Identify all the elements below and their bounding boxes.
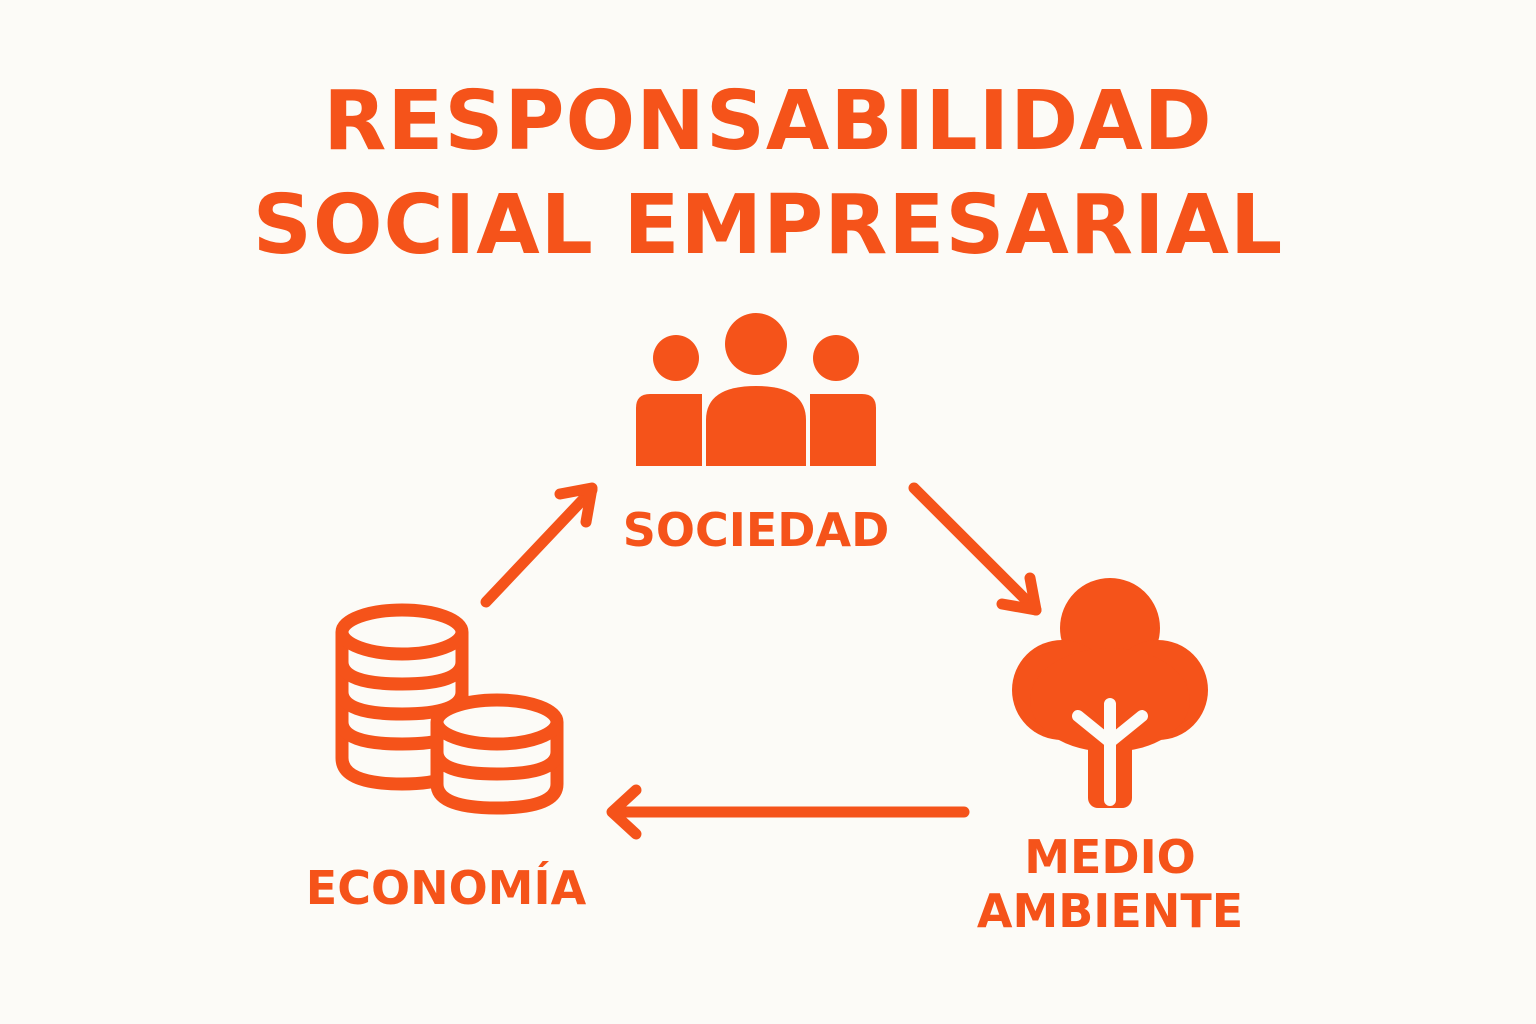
people-group-icon [636,313,876,466]
sociedad-label: SOCIEDAD [622,503,890,557]
arrow-sociedad-to-medio-ambiente [908,482,1042,616]
title-line-1: RESPONSABILIDAD [323,74,1213,169]
economia-label: ECONOMÍA [305,861,587,915]
coin-stack-icon [335,603,564,815]
page-title: RESPONSABILIDAD SOCIAL EMPRESARIAL [0,70,1536,278]
medio-ambiente-label: MEDIO AMBIENTE [910,830,1310,938]
arrow-economia-to-sociedad [480,482,598,608]
medio-ambiente-label-line-1: MEDIO [1024,830,1196,884]
medio-ambiente-label-line-2: AMBIENTE [976,884,1244,938]
arrow-medio-ambiente-to-economia [606,784,970,840]
tree-icon [1012,578,1208,808]
title-line-2: SOCIAL EMPRESARIAL [252,178,1284,273]
